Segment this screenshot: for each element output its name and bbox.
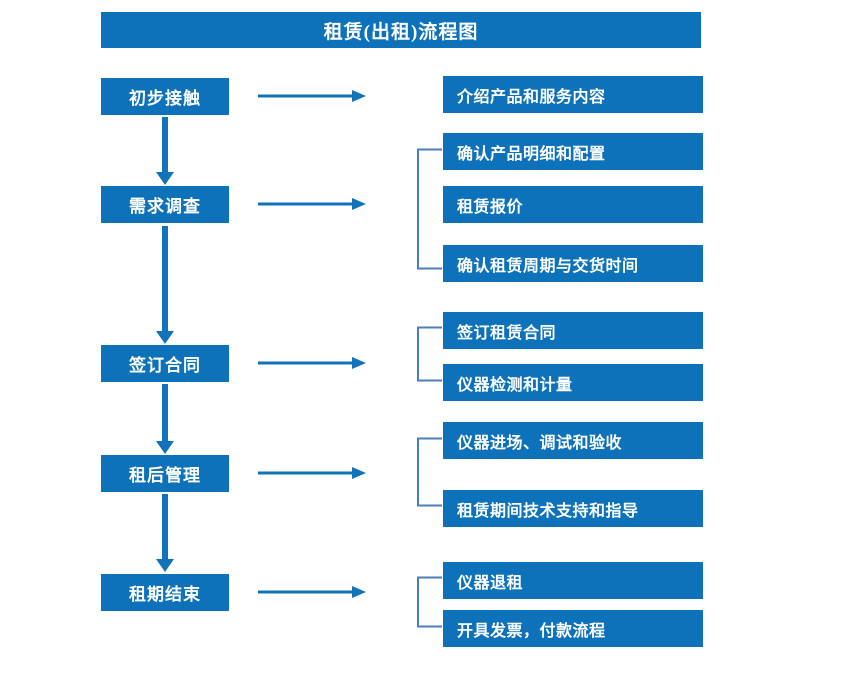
stage-box-3[interactable]: 签订合同	[101, 345, 229, 382]
arrow-right-stage-3	[258, 357, 366, 369]
detail-box-7[interactable]: 仪器进场、调试和验收	[443, 422, 703, 459]
stage-box-5[interactable]: 租期结束	[101, 574, 229, 611]
arrow-right-stage-2	[258, 198, 366, 210]
bracket-group-5	[417, 576, 442, 628]
stage-box-4[interactable]: 租后管理	[101, 455, 229, 492]
arrow-down-stage-2-to-3	[156, 226, 174, 344]
stage-box-1[interactable]: 初步接触	[101, 78, 229, 115]
detail-box-8[interactable]: 租赁期间技术支持和指导	[443, 490, 703, 527]
arrow-right-stage-4	[258, 467, 366, 479]
detail-box-4[interactable]: 确认租赁周期与交货时间	[443, 245, 703, 282]
bracket-group-4	[417, 437, 442, 507]
page-title: 租赁(出租)流程图	[101, 12, 701, 48]
bracket-group-2	[417, 148, 442, 270]
detail-box-9[interactable]: 仪器退租	[443, 562, 703, 599]
detail-box-1[interactable]: 介绍产品和服务内容	[443, 76, 703, 113]
detail-box-3[interactable]: 租赁报价	[443, 186, 703, 223]
detail-box-6[interactable]: 仪器检测和计量	[443, 364, 703, 401]
arrow-down-stage-1-to-2	[156, 117, 174, 185]
arrow-right-stage-1	[258, 90, 366, 102]
arrow-right-stage-5	[258, 586, 366, 598]
detail-box-5[interactable]: 签订租赁合同	[443, 312, 703, 349]
arrow-down-stage-4-to-5	[156, 494, 174, 572]
stage-box-2[interactable]: 需求调查	[101, 186, 229, 223]
arrow-down-stage-3-to-4	[156, 384, 174, 454]
bracket-group-3	[417, 326, 442, 382]
detail-box-10[interactable]: 开具发票，付款流程	[443, 610, 703, 647]
detail-box-2[interactable]: 确认产品明细和配置	[443, 133, 703, 170]
